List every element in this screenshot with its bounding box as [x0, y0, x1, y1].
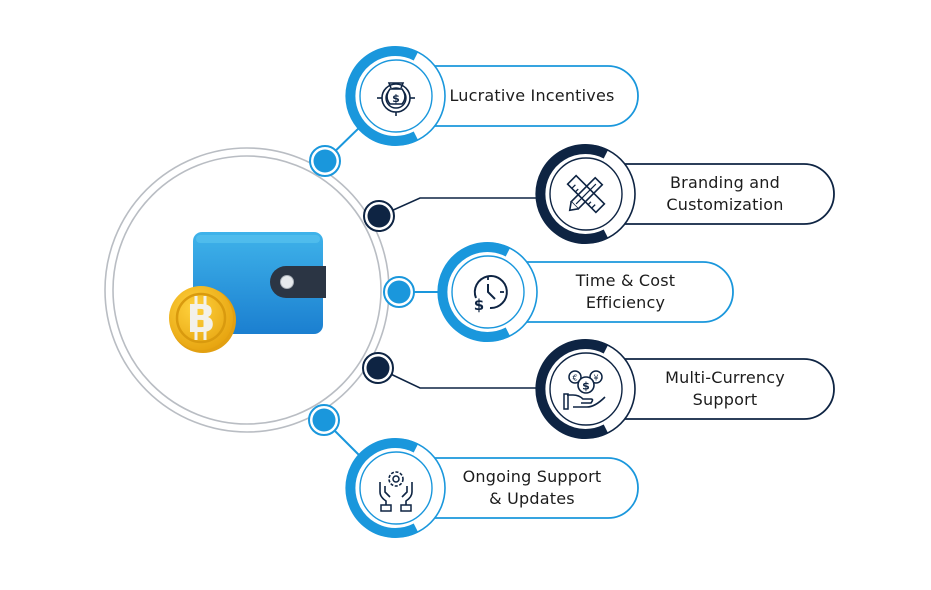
wallet-illustration: B	[169, 232, 326, 353]
feature-label-ongoing-support-updates: Ongoing Support & Updates	[436, 458, 628, 518]
node-time-cost	[383, 276, 415, 308]
svg-text:$: $	[474, 296, 484, 314]
feature-badge-arc	[535, 339, 609, 439]
feature-card-lucrative-incentives: $	[345, 46, 639, 146]
hands-gear-icon	[379, 471, 413, 512]
hand-coins-icon: € ¥ $	[563, 370, 606, 410]
wallet-button	[280, 275, 294, 289]
connector-multi-currency	[377, 367, 545, 389]
svg-text:¥: ¥	[593, 374, 598, 383]
feature-card-time-cost-efficiency: $	[437, 242, 734, 342]
node-lucrative	[309, 145, 341, 177]
feature-label-line: Lucrative Incentives	[449, 86, 615, 105]
money-bag-target-icon: $	[377, 82, 415, 116]
feature-badge-arc	[345, 46, 419, 146]
feature-label-line: Multi-Currency	[665, 368, 785, 387]
feature-cards: $ $	[345, 46, 835, 538]
feature-card-ongoing-support-updates	[345, 438, 639, 538]
pencil-ruler-icon	[566, 174, 606, 214]
feature-card-multi-currency-support: € ¥ $	[535, 339, 835, 439]
feature-label-line: & Updates	[489, 489, 575, 508]
feature-badge-arc	[345, 438, 419, 538]
inner-ring	[112, 155, 382, 425]
feature-card-branding-customization	[535, 144, 835, 244]
feature-badge-arc	[437, 242, 511, 342]
clock-dollar-icon: $	[474, 275, 508, 314]
connector-branding	[379, 197, 545, 217]
feature-badge-inner	[359, 451, 433, 525]
feature-label-line: Ongoing Support	[462, 467, 602, 486]
feature-label-line: Efficiency	[585, 293, 666, 312]
feature-label-line: Customization	[666, 195, 784, 214]
node-ongoing	[308, 404, 340, 436]
ring-nodes	[308, 145, 415, 436]
bitcoin-symbol: B	[187, 297, 216, 341]
feature-label-line: Support	[692, 390, 758, 409]
wallet-clasp	[270, 266, 326, 298]
feature-badge-arc	[535, 144, 609, 244]
node-branding	[363, 200, 395, 232]
svg-text:$: $	[392, 92, 400, 105]
feature-label-line: Branding and	[670, 173, 780, 192]
node-multi-currency	[362, 352, 394, 384]
feature-label-lucrative-incentives: Lucrative Incentives	[436, 66, 628, 126]
feature-label-line: Time & Cost	[575, 271, 676, 290]
svg-text:$: $	[582, 380, 590, 393]
bitcoin-coin: B	[169, 286, 236, 353]
svg-text:€: €	[572, 374, 577, 383]
